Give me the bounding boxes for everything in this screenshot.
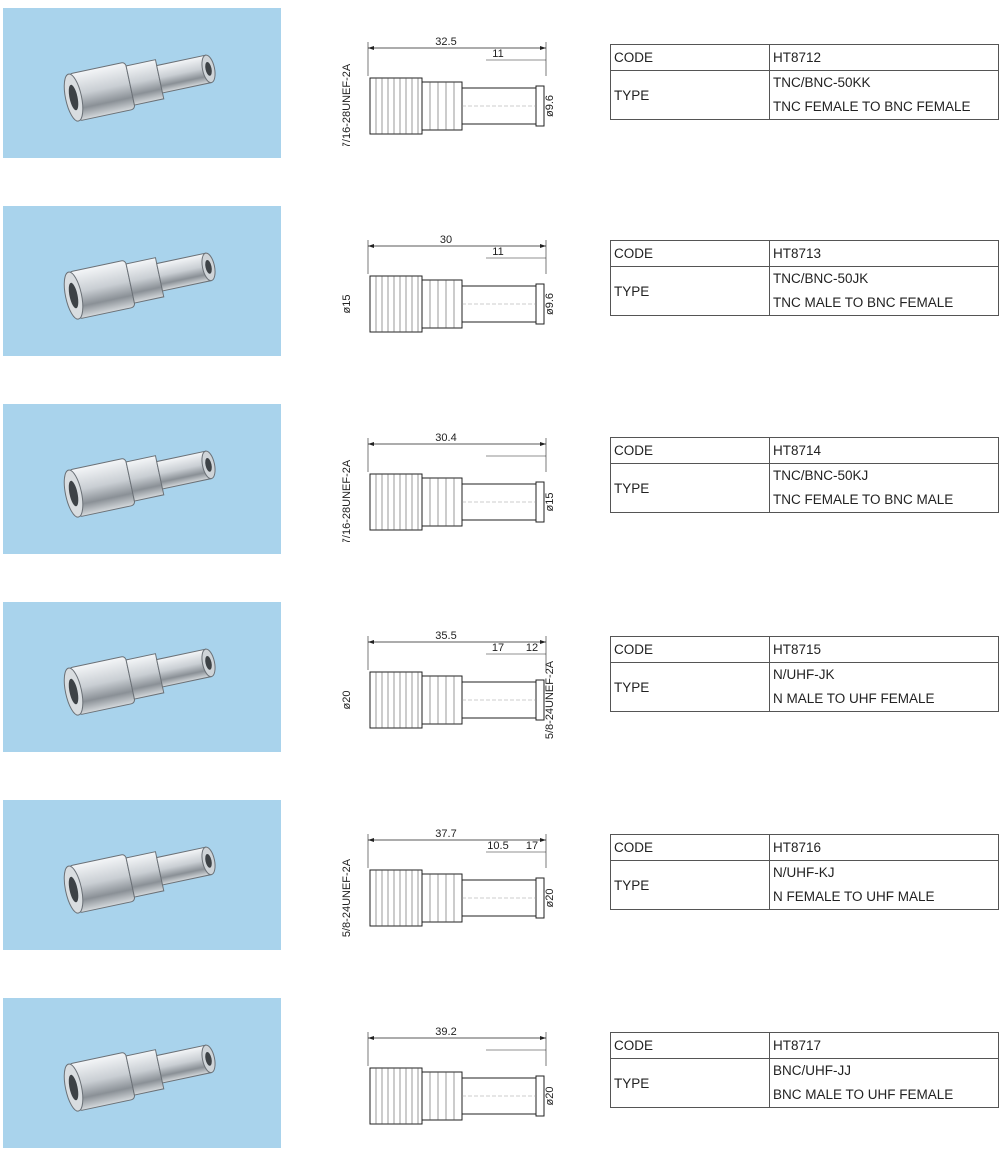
product-row: 30 11 bbox=[0, 206, 1000, 358]
product-photo bbox=[3, 8, 281, 158]
right-dimension: ø9.6 bbox=[544, 95, 556, 117]
product-code: HT8715 bbox=[769, 636, 999, 663]
type-cell: TNC/BNC-50KJ TNC FEMALE TO BNC MALE bbox=[769, 463, 999, 513]
type-cell: N/UHF-JK N MALE TO UHF FEMALE bbox=[769, 662, 999, 712]
sub-dimension-1: 11 bbox=[492, 48, 503, 60]
sub-dimension-1: 11 bbox=[492, 246, 503, 258]
connector-photo-illustration bbox=[63, 648, 216, 716]
type-description: TNC MALE TO BNC FEMALE bbox=[773, 295, 954, 310]
type-cell: BNC/UHF-JJ BNC MALE TO UHF FEMALE bbox=[769, 1058, 999, 1108]
dimension-drawing: 39.2 bbox=[336, 1026, 556, 1136]
product-code: HT8714 bbox=[769, 437, 999, 464]
product-photo bbox=[3, 404, 281, 554]
type-label: TYPE bbox=[610, 463, 770, 513]
type-description: TNC FEMALE TO BNC MALE bbox=[773, 492, 954, 507]
length-dimension: 37.7 bbox=[435, 828, 456, 840]
dimension-drawing: 30.4 bbox=[336, 432, 556, 544]
product-photo bbox=[3, 800, 281, 950]
spec-table: CODE HT8717 TYPE BNC/UHF-JJ BNC MALE TO … bbox=[610, 1032, 999, 1108]
product-row: 39.2 bbox=[0, 998, 1000, 1150]
model-name: TNC/BNC-50KK bbox=[773, 75, 871, 90]
right-dimension: ø15 bbox=[544, 493, 556, 512]
type-cell: TNC/BNC-50KK TNC FEMALE TO BNC FEMALE bbox=[769, 70, 999, 120]
spec-table: CODE HT8714 TYPE TNC/BNC-50KJ TNC FEMALE… bbox=[610, 437, 999, 513]
code-label: CODE bbox=[610, 636, 770, 663]
product-code: HT8716 bbox=[769, 834, 999, 861]
type-description: N MALE TO UHF FEMALE bbox=[773, 691, 935, 706]
spec-table: CODE HT8713 TYPE TNC/BNC-50JK TNC MALE T… bbox=[610, 240, 999, 316]
spec-table: CODE HT8712 TYPE TNC/BNC-50KK TNC FEMALE… bbox=[610, 44, 999, 120]
model-name: TNC/BNC-50JK bbox=[773, 271, 869, 286]
product-row: 32.5 11 bbox=[0, 8, 1000, 160]
product-row: 30.4 bbox=[0, 404, 1000, 556]
dimension-drawing: 30 11 bbox=[336, 234, 556, 344]
type-description: N FEMALE TO UHF MALE bbox=[773, 889, 935, 904]
product-code: HT8713 bbox=[769, 240, 999, 267]
length-dimension: 32.5 bbox=[435, 36, 456, 48]
length-dimension: 30 bbox=[440, 234, 452, 246]
model-name: BNC/UHF-JJ bbox=[773, 1063, 851, 1078]
spec-table: CODE HT8716 TYPE N/UHF-KJ N FEMALE TO UH… bbox=[610, 834, 999, 910]
product-photo bbox=[3, 998, 281, 1148]
connector-photo-illustration bbox=[63, 450, 216, 518]
sub-dimension-1: 10.5 bbox=[487, 840, 508, 852]
right-dimension: ø20 bbox=[544, 889, 556, 908]
code-label: CODE bbox=[610, 437, 770, 464]
right-dimension: ø9.6 bbox=[544, 293, 556, 315]
type-label: TYPE bbox=[610, 70, 770, 120]
model-name: N/UHF-JK bbox=[773, 667, 835, 682]
right-dimension: ø20 bbox=[544, 1087, 556, 1106]
code-label: CODE bbox=[610, 834, 770, 861]
type-label: TYPE bbox=[610, 860, 770, 910]
product-row: 35.5 17 12 bbox=[0, 602, 1000, 754]
type-cell: TNC/BNC-50JK TNC MALE TO BNC FEMALE bbox=[769, 266, 999, 316]
sub-dimension-2: 17 bbox=[526, 840, 538, 852]
right-dimension: 5/8-24UNEF-2A bbox=[544, 660, 556, 739]
type-label: TYPE bbox=[610, 1058, 770, 1108]
type-description: BNC MALE TO UHF FEMALE bbox=[773, 1087, 954, 1102]
code-label: CODE bbox=[610, 44, 770, 71]
length-dimension: 39.2 bbox=[435, 1026, 456, 1038]
dimension-drawing: 37.7 10.5 17 bbox=[336, 828, 556, 938]
code-label: CODE bbox=[610, 1032, 770, 1059]
product-photo bbox=[3, 206, 281, 356]
connector-photo-illustration bbox=[63, 54, 216, 122]
spec-table: CODE HT8715 TYPE N/UHF-JK N MALE TO UHF … bbox=[610, 636, 999, 712]
code-label: CODE bbox=[610, 240, 770, 267]
left-dimension: 7/16-28UNEF-2A bbox=[341, 459, 353, 542]
product-code: HT8712 bbox=[769, 44, 999, 71]
left-dimension: ø15 bbox=[341, 295, 353, 314]
product-row: 37.7 10.5 17 bbox=[0, 800, 1000, 952]
type-label: TYPE bbox=[610, 662, 770, 712]
length-dimension: 30.4 bbox=[435, 432, 456, 444]
sub-dimension-1: 17 bbox=[492, 642, 504, 654]
left-dimension: 5/8-24UNEF-2A bbox=[341, 858, 353, 937]
connector-photo-illustration bbox=[63, 1044, 216, 1112]
model-name: TNC/BNC-50KJ bbox=[773, 468, 869, 483]
dimension-drawing: 32.5 11 bbox=[336, 36, 556, 148]
dimension-drawing: 35.5 17 12 bbox=[336, 630, 556, 740]
connector-photo-illustration bbox=[63, 252, 216, 320]
type-cell: N/UHF-KJ N FEMALE TO UHF MALE bbox=[769, 860, 999, 910]
connector-photo-illustration bbox=[63, 846, 216, 914]
product-photo bbox=[3, 602, 281, 752]
length-dimension: 35.5 bbox=[435, 630, 456, 642]
type-label: TYPE bbox=[610, 266, 770, 316]
left-dimension: 7/16-28UNEF-2A bbox=[341, 63, 353, 146]
left-dimension: ø20 bbox=[341, 691, 353, 710]
product-code: HT8717 bbox=[769, 1032, 999, 1059]
sub-dimension-2: 12 bbox=[526, 642, 538, 654]
model-name: N/UHF-KJ bbox=[773, 865, 835, 880]
type-description: TNC FEMALE TO BNC FEMALE bbox=[773, 99, 971, 114]
